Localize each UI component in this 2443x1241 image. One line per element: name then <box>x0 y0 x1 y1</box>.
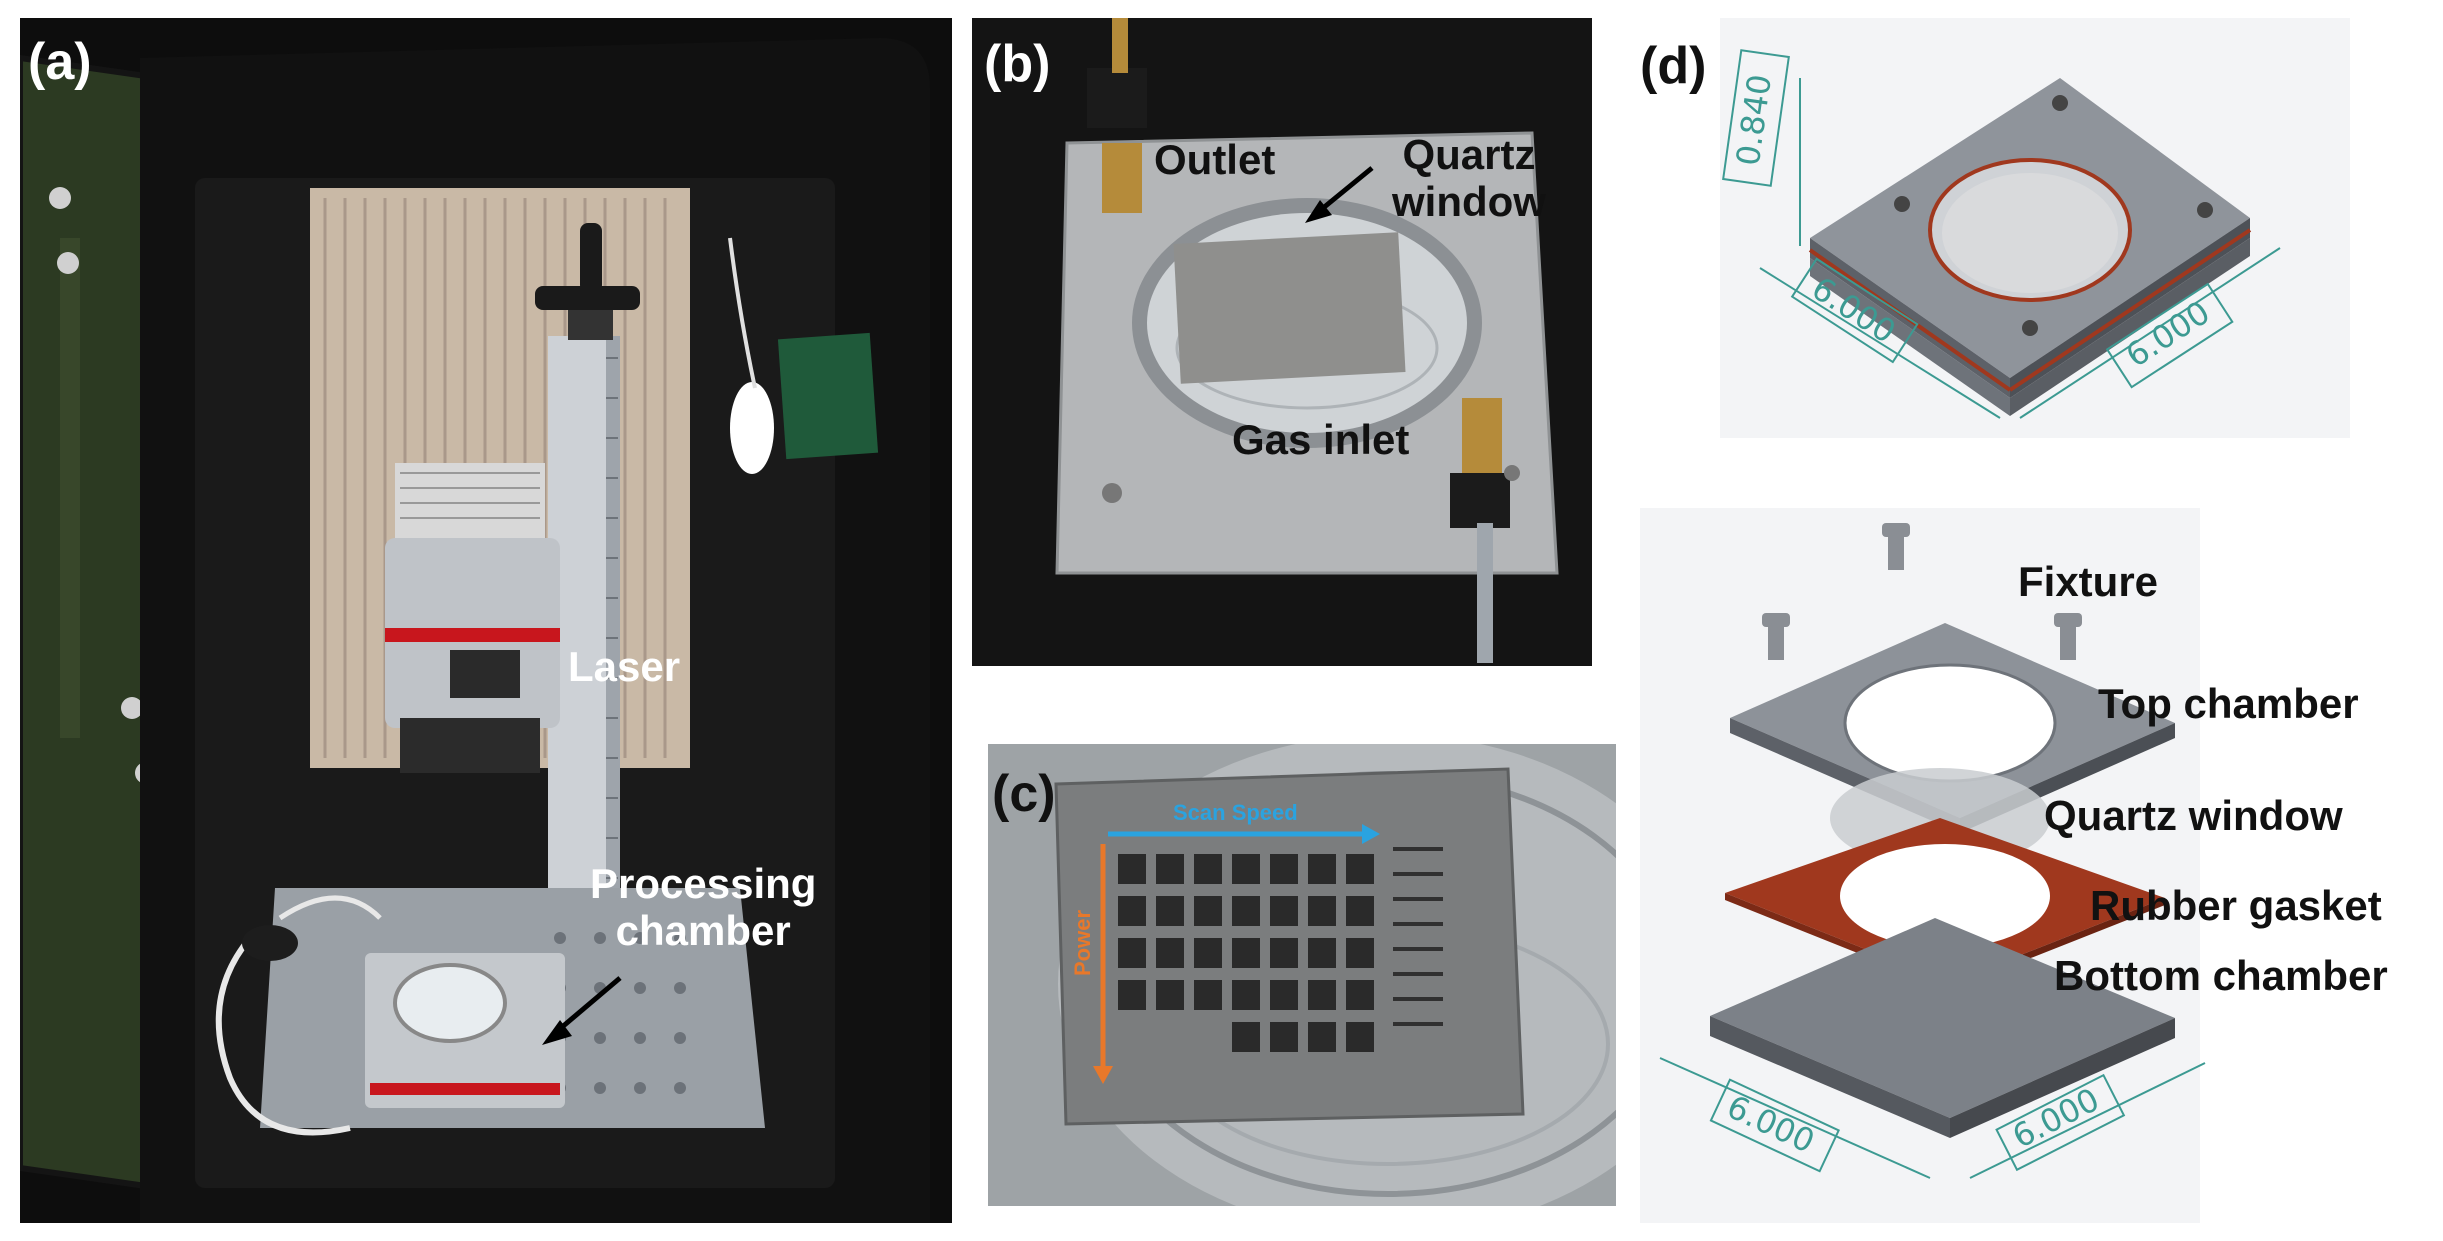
laser-test-squares <box>1118 854 1374 1052</box>
laser-test-square <box>1308 896 1336 926</box>
laser-test-square <box>1156 980 1184 1010</box>
laser-test-square <box>1118 896 1146 926</box>
bottom-chamber-label: Bottom chamber <box>2054 952 2388 999</box>
gas-inlet-annotation: Gas inlet <box>1232 416 1410 463</box>
laser-test-square <box>1308 938 1336 968</box>
panel-b-label: (b) <box>984 35 1051 93</box>
laser-test-square <box>1118 854 1146 884</box>
laser-test-square <box>1232 854 1260 884</box>
quartz-window-line1: Quartz <box>1402 131 1536 178</box>
laser-test-square <box>1270 1022 1298 1052</box>
laser-test-square <box>1270 896 1298 926</box>
laser-test-square <box>1308 980 1336 1010</box>
laser-test-square <box>1270 980 1298 1010</box>
power-label: Power <box>1070 909 1096 977</box>
sample-grid-illustration <box>1054 744 1616 1206</box>
laser-test-square <box>1156 938 1184 968</box>
panel-a-photo: (a) Laser Processing chamber <box>20 18 952 1223</box>
laser-test-square <box>1232 980 1260 1010</box>
processing-chamber-line1: Processing <box>590 860 817 907</box>
quartz-window-line2: window <box>1392 178 1546 226</box>
laser-test-square <box>1156 854 1184 884</box>
panel-c-label: (c) <box>992 765 1056 823</box>
processing-chamber-line2: chamber <box>615 907 791 955</box>
top-chamber-label: Top chamber <box>2098 680 2359 727</box>
laser-test-square <box>1194 896 1222 926</box>
processing-chamber-annotation: Processing chamber <box>590 860 816 954</box>
laser-test-square <box>1194 980 1222 1010</box>
laser-test-square <box>1346 938 1374 968</box>
fixture-label: Fixture <box>2018 558 2159 605</box>
quartz-window-part-label: Quartz window <box>2044 792 2343 839</box>
laser-enclosure-illustration <box>20 38 930 1223</box>
laser-test-square <box>1346 896 1374 926</box>
laser-test-square <box>1194 938 1222 968</box>
laser-test-square <box>1232 938 1260 968</box>
laser-test-square <box>1118 938 1146 968</box>
laser-test-square <box>1270 854 1298 884</box>
panel-d-label: (d) <box>1640 37 1707 95</box>
laser-test-square <box>1346 1022 1374 1052</box>
panel-c-photo: (c) Scan Speed Power <box>988 744 1616 1206</box>
quartz-window-annotation: Quartz window <box>1392 131 1546 225</box>
rubber-gasket-label: Rubber gasket <box>2090 882 2382 929</box>
outlet-annotation: Outlet <box>1154 136 1276 183</box>
chamber-cad-illustration <box>1640 18 2350 1223</box>
panel-a-label: (a) <box>28 33 92 91</box>
laser-test-square <box>1308 854 1336 884</box>
laser-test-square <box>1118 980 1146 1010</box>
chamber-top-illustration <box>1055 18 1559 663</box>
scan-speed-label: Scan Speed <box>1173 800 1298 825</box>
laser-test-square <box>1346 980 1374 1010</box>
laser-annotation: Laser <box>568 643 681 690</box>
panel-d-cad: (d) 0.840 6.000 6.000 Fixture Top chambe… <box>1640 18 2440 1223</box>
laser-test-square <box>1270 938 1298 968</box>
laser-test-square <box>1194 854 1222 884</box>
laser-test-square <box>1232 896 1260 926</box>
panel-b-photo: (b) Outlet Quartz window Gas inlet <box>972 18 1592 666</box>
laser-test-square <box>1156 896 1184 926</box>
laser-test-square <box>1308 1022 1336 1052</box>
laser-test-square <box>1346 854 1374 884</box>
laser-test-square <box>1232 1022 1260 1052</box>
